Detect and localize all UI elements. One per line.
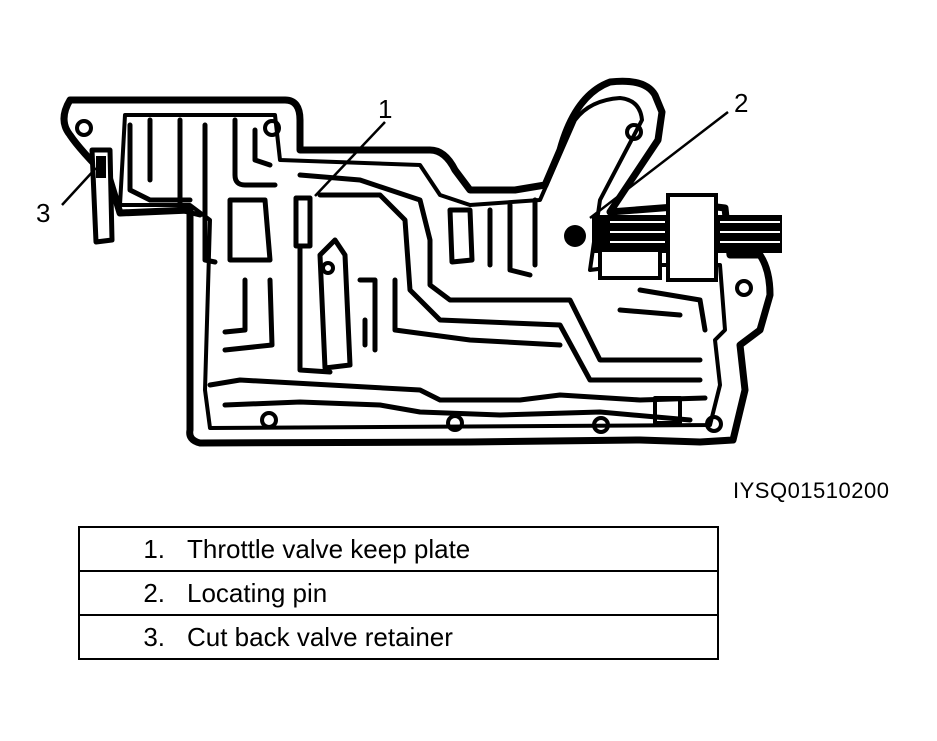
legend-row: 2. Locating pin: [78, 570, 719, 616]
legend-row: 1. Throttle valve keep plate: [78, 526, 719, 572]
callout-1: 1: [378, 94, 392, 124]
legend-text: Throttle valve keep plate: [187, 533, 471, 564]
throttle-valve-keep-plate: [293, 195, 313, 249]
bolt-holes: [75, 119, 753, 434]
leader-lines: [61, 111, 729, 219]
legend-number: 3.: [143, 621, 165, 652]
legend-table: 1. Throttle valve keep plate 2. Locating…: [78, 526, 719, 660]
callout-2: 2: [734, 88, 748, 118]
legend-number: 1.: [143, 533, 165, 564]
legend-text: Locating pin: [187, 577, 328, 608]
valve-spring-assembly: [564, 193, 782, 282]
legend-number: 2.: [143, 577, 165, 608]
locating-pin: [564, 225, 586, 247]
square-port: [653, 396, 682, 425]
legend-row: 3. Cut back valve retainer: [78, 614, 719, 660]
callout-3: 3: [36, 198, 50, 228]
valve-body-plate-diagram: 1 2 3: [36, 77, 782, 447]
plate-inner-outline: [118, 96, 727, 430]
legend-text: Cut back valve retainer: [187, 621, 453, 652]
figure-code: IYSQ01510200: [733, 478, 890, 503]
fluid-channels: [127, 117, 708, 423]
